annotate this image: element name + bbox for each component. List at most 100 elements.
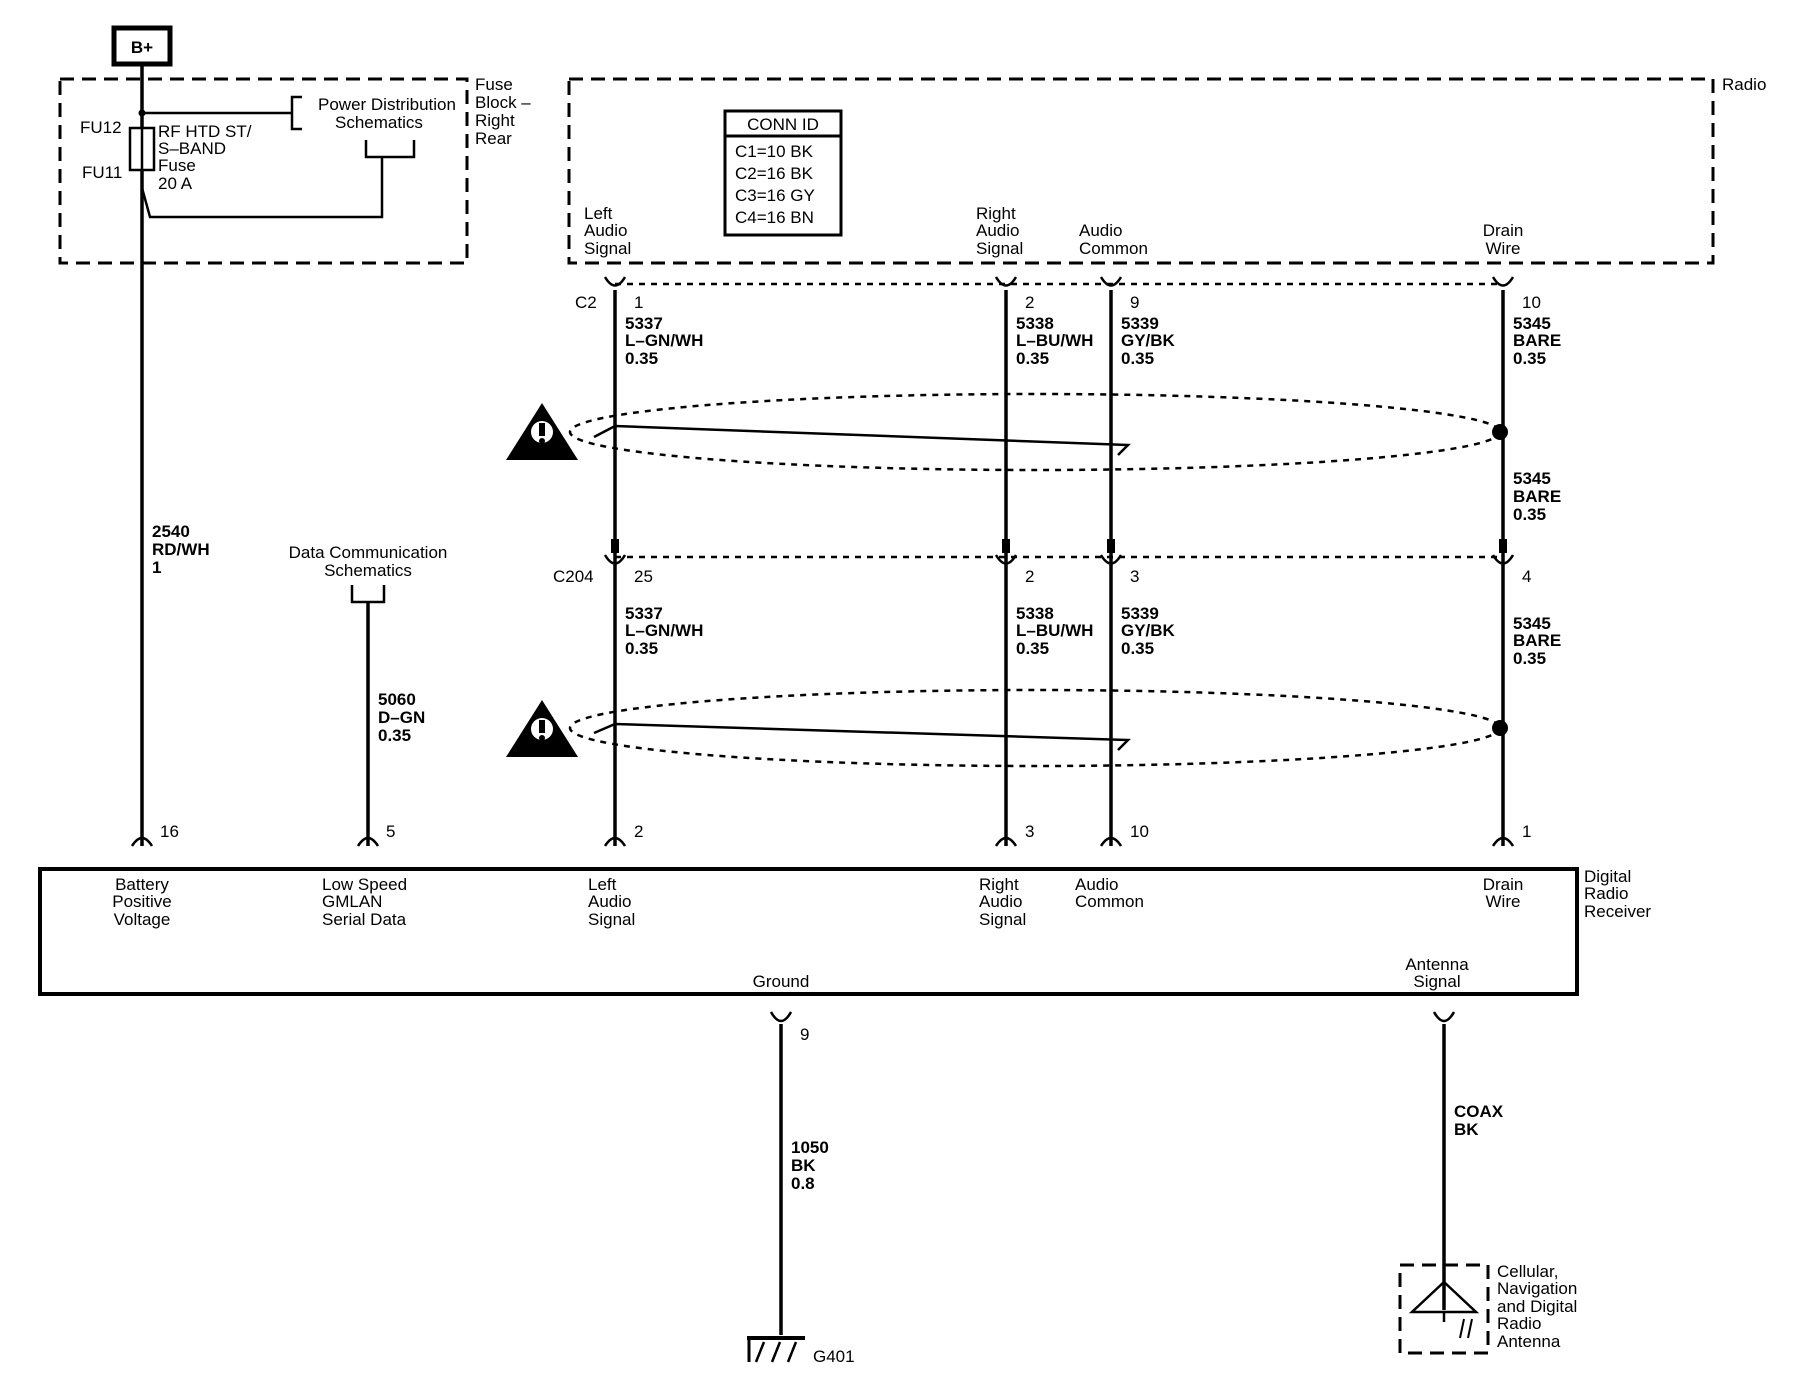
- svg-text:L–GN/WH: L–GN/WH: [625, 331, 703, 350]
- svg-text:GY/BK: GY/BK: [1121, 331, 1176, 350]
- svg-text:Positive: Positive: [112, 892, 172, 911]
- svg-text:COAX: COAX: [1454, 1102, 1504, 1121]
- svg-text:Audio: Audio: [976, 221, 1019, 240]
- svg-text:1: 1: [152, 558, 161, 577]
- svg-text:Battery: Battery: [115, 875, 169, 894]
- caution-icon: [506, 700, 578, 757]
- receiver-pin-audio-common: 10: [1099, 822, 1149, 847]
- svg-text:D–GN: D–GN: [378, 708, 425, 727]
- svg-text:5345: 5345: [1513, 469, 1551, 488]
- c2-wire-drain-label: 5345 BARE 0.35: [1513, 314, 1561, 368]
- svg-text:Left: Left: [584, 204, 613, 223]
- twisted-pair-shield: [568, 688, 1508, 768]
- receiver-pin-right-audio: 3: [994, 822, 1034, 847]
- antenna-label: Cellular, Navigation and Digital Radio A…: [1497, 1262, 1577, 1351]
- svg-text:20 A: 20 A: [158, 174, 193, 193]
- conn-id-row: C2=16 BK: [735, 164, 814, 183]
- svg-text:16: 16: [160, 822, 179, 841]
- svg-text:5338: 5338: [1016, 314, 1054, 333]
- svg-text:2540: 2540: [152, 522, 190, 541]
- svg-text:9: 9: [800, 1025, 809, 1044]
- c204-wire-drain-label: 5345 BARE 0.35: [1513, 614, 1561, 668]
- pds-bracket: [290, 95, 302, 131]
- svg-text:Left: Left: [588, 875, 617, 894]
- pds-return-bracket: [364, 140, 416, 159]
- receiver-battery-label: Battery Positive Voltage: [112, 875, 172, 929]
- svg-text:0.35: 0.35: [1121, 639, 1154, 658]
- svg-text:1050: 1050: [791, 1138, 829, 1157]
- radio-pin-left-label: Left Audio Signal: [584, 204, 631, 258]
- radio-label: Radio: [1722, 75, 1766, 94]
- svg-text:GY/BK: GY/BK: [1121, 621, 1176, 640]
- svg-text:Audio: Audio: [1079, 221, 1122, 240]
- receiver-pin-ground: 9: [769, 1011, 809, 1044]
- svg-text:Voltage: Voltage: [114, 910, 171, 929]
- fuse-description: RF HTD ST/ S–BAND Fuse 20 A: [158, 122, 252, 193]
- svg-text:Receiver: Receiver: [1584, 902, 1651, 921]
- svg-text:5345: 5345: [1513, 614, 1551, 633]
- svg-text:and Digital: and Digital: [1497, 1297, 1577, 1316]
- svg-text:Signal: Signal: [584, 239, 631, 258]
- receiver-right-audio-label: Right Audio Signal: [979, 875, 1026, 929]
- receiver-gmlan-label: Low Speed GMLAN Serial Data: [322, 875, 407, 929]
- svg-text:0.35: 0.35: [1016, 639, 1049, 658]
- svg-text:Serial Data: Serial Data: [322, 910, 407, 929]
- drain-mid-label: 5345 BARE 0.35: [1513, 469, 1561, 524]
- svg-text:L–GN/WH: L–GN/WH: [625, 621, 703, 640]
- svg-text:Fuse: Fuse: [475, 75, 513, 94]
- svg-text:5338: 5338: [1016, 604, 1054, 623]
- svg-text:Signal: Signal: [588, 910, 635, 929]
- svg-text:0.35: 0.35: [1513, 505, 1546, 524]
- svg-text:Power Distribution: Power Distribution: [318, 95, 456, 114]
- c204-wire-right-label: 5338 L–BU/WH 0.35: [1016, 604, 1093, 658]
- svg-text:Right: Right: [976, 204, 1016, 223]
- receiver-pin-antenna: [1432, 1011, 1456, 1023]
- receiver-label: Digital Radio Receiver: [1584, 867, 1651, 921]
- svg-text:Drain: Drain: [1483, 875, 1524, 894]
- svg-text:BK: BK: [791, 1156, 816, 1175]
- svg-text:Audio: Audio: [584, 221, 627, 240]
- c204-pin-right: 2: [994, 539, 1034, 586]
- conn-id-row: C1=10 BK: [735, 142, 814, 161]
- svg-text:Block –: Block –: [475, 93, 531, 112]
- data-comm-bracket: [350, 585, 386, 604]
- svg-text:2: 2: [1025, 567, 1034, 586]
- radio-pin-drain-label: Drain Wire: [1483, 221, 1524, 258]
- receiver-pin-left-audio: 2: [603, 822, 643, 847]
- receiver-pin-gmlan: 5: [356, 822, 395, 847]
- svg-text:Data Communication: Data Communication: [289, 543, 448, 562]
- receiver-drain-label: Drain Wire: [1483, 875, 1524, 911]
- svg-text:0.35: 0.35: [625, 639, 658, 658]
- gmlan-wire-label: 5060 D–GN 0.35: [378, 690, 425, 745]
- svg-text:Radio: Radio: [1497, 1314, 1541, 1333]
- radio-outline: [567, 77, 1715, 265]
- conn-id-title: CONN ID: [747, 115, 819, 134]
- receiver-pin-drain: 1: [1491, 822, 1531, 847]
- svg-text:Wire: Wire: [1486, 892, 1521, 911]
- c2-label: C2: [575, 293, 597, 312]
- svg-text:1: 1: [634, 293, 643, 312]
- svg-text:BARE: BARE: [1513, 331, 1561, 350]
- svg-text:Antenna: Antenna: [1405, 955, 1469, 974]
- c204-wire-left-label: 5337 L–GN/WH 0.35: [625, 604, 703, 658]
- svg-text:Audio: Audio: [1075, 875, 1118, 894]
- c2-wire-common-label: 5339 GY/BK 0.35: [1121, 314, 1176, 368]
- svg-text:10: 10: [1130, 822, 1149, 841]
- antenna-outline: [1398, 1263, 1490, 1355]
- receiver-pin-battery: 16: [130, 822, 179, 847]
- conn-id-row: C4=16 BN: [735, 208, 814, 227]
- svg-text:0.35: 0.35: [1513, 649, 1546, 668]
- power-distribution-label: Power Distribution Schematics: [318, 95, 456, 132]
- c2-wire-left-label: 5337 L–GN/WH 0.35: [625, 314, 703, 368]
- ground-wire-label: 1050 BK 0.8: [791, 1138, 829, 1193]
- receiver-audio-common-label: Audio Common: [1075, 875, 1144, 911]
- svg-text:0.35: 0.35: [1121, 349, 1154, 368]
- svg-text:Right: Right: [979, 875, 1019, 894]
- svg-text:GMLAN: GMLAN: [322, 892, 382, 911]
- c2-pin-drain: 10: [1491, 276, 1541, 312]
- svg-text:RF HTD ST/: RF HTD ST/: [158, 122, 252, 141]
- svg-text:S–BAND: S–BAND: [158, 139, 226, 158]
- battery-wire-label: 2540 RD/WH 1: [152, 522, 210, 577]
- ground-icon: [747, 1336, 805, 1363]
